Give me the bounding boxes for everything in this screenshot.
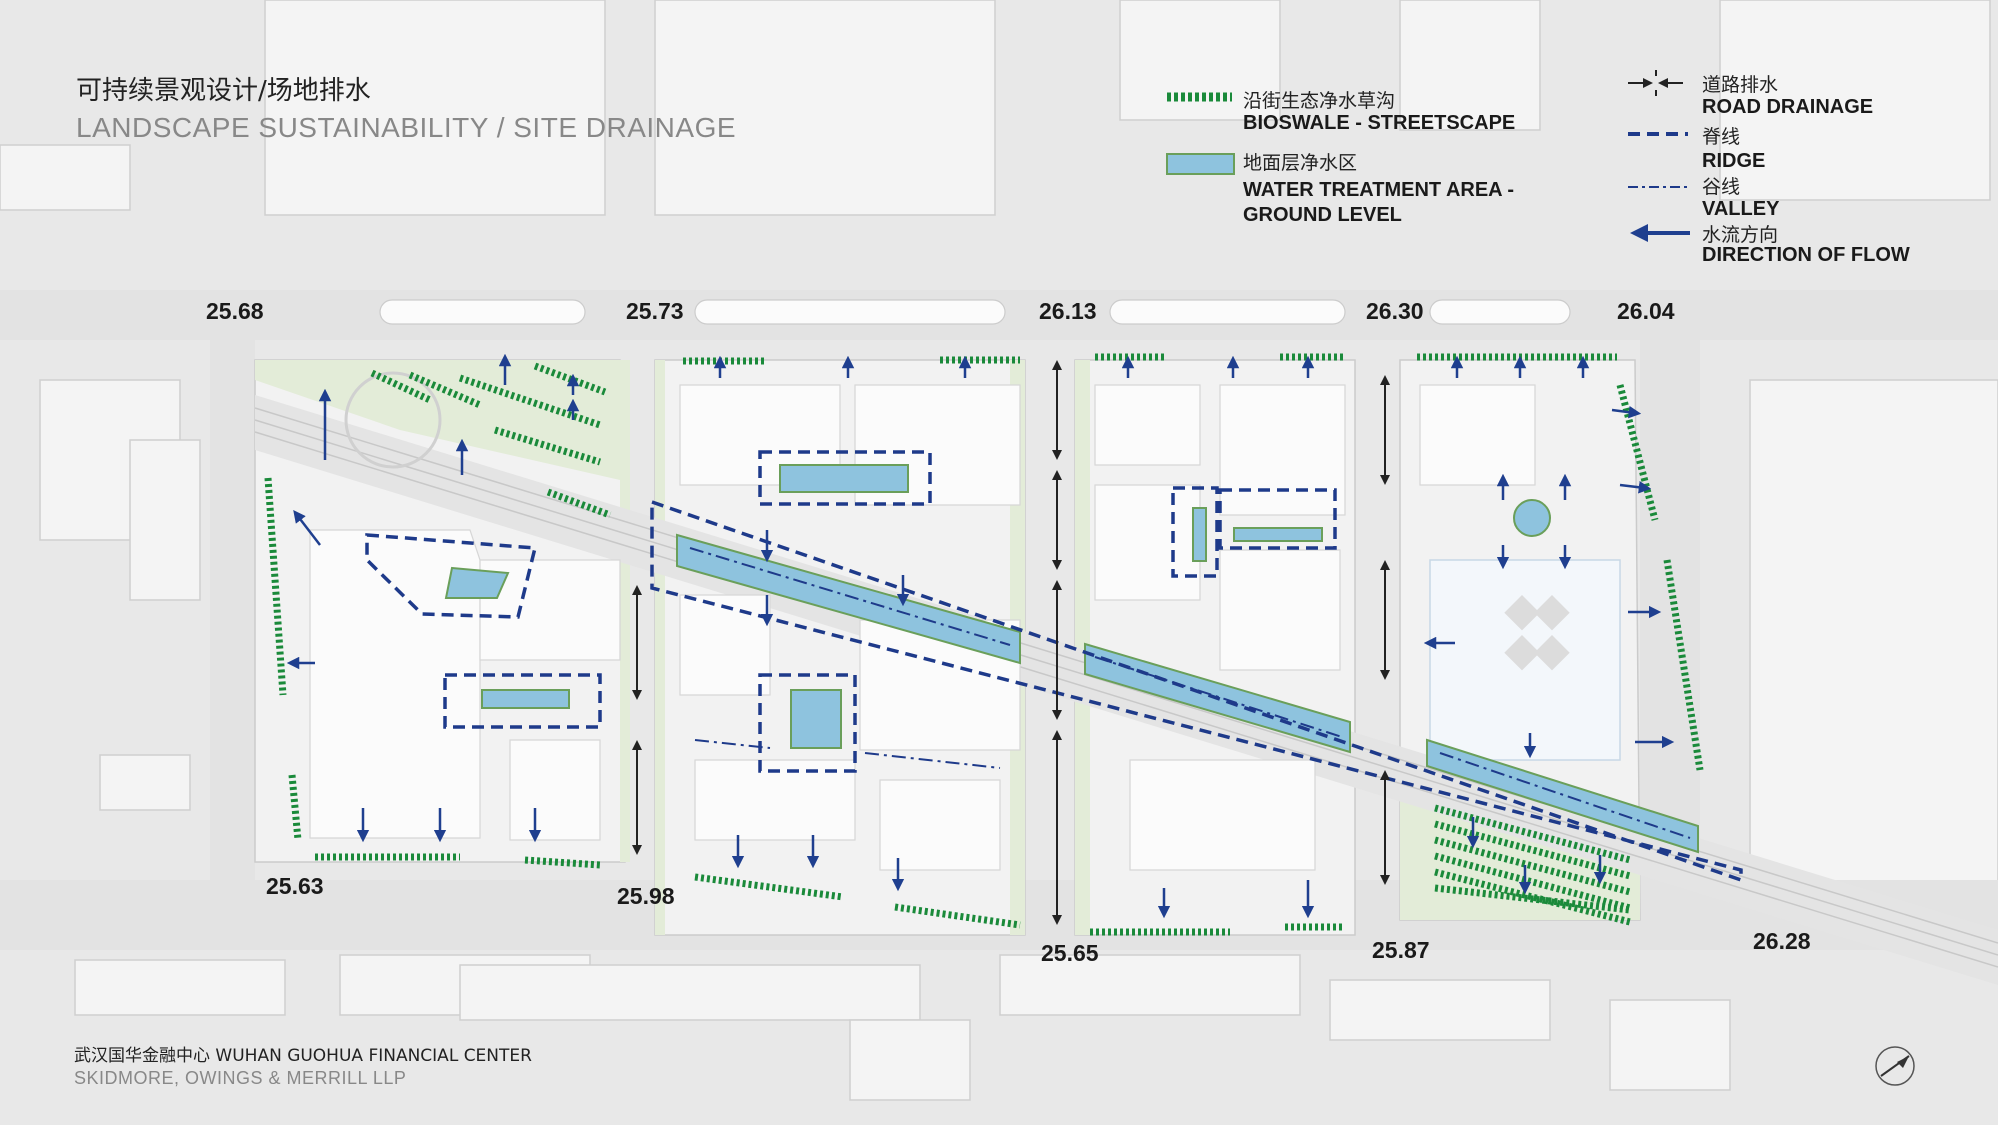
- legend-road-drainage-en: ROAD DRAINAGE: [1702, 96, 1874, 118]
- legend-bioswale-cn: 沿街生态净水草沟: [1243, 90, 1396, 112]
- legend-bioswale-en: BIOSWALE - STREETSCAPE: [1243, 112, 1516, 134]
- page-title-en: LANDSCAPE SUSTAINABILITY / SITE DRAINAGE: [76, 112, 737, 143]
- elevation-label: 26.13: [1039, 298, 1097, 324]
- buildings: [309, 384, 1616, 871]
- plaza-circle: [344, 371, 442, 469]
- fountain: [1513, 499, 1551, 537]
- page-title-cn: 可持续景观设计/场地排水: [76, 76, 371, 106]
- legend-flow-cn: 水流方向: [1702, 224, 1779, 246]
- legend-water-en-2: GROUND LEVEL: [1243, 204, 1402, 226]
- elevation-label: 25.98: [617, 883, 675, 909]
- legend-flow-en: DIRECTION OF FLOW: [1702, 244, 1910, 266]
- ridge-lines: [365, 450, 1743, 883]
- valley-lines: [689, 547, 1691, 839]
- elevation-label: 26.28: [1753, 928, 1811, 954]
- firm-name: SKIDMORE, OWINGS & MERRILL LLP: [74, 1068, 407, 1088]
- street-medians: [379, 299, 1571, 325]
- road-drainage-markers: [632, 360, 1390, 925]
- flow-arrows: [286, 353, 1675, 919]
- legend-road-drainage-cn: 道路排水: [1702, 74, 1779, 96]
- legend-ridge-en: RIDGE: [1702, 150, 1766, 172]
- elevation-label: 25.68: [206, 298, 264, 324]
- elevation-label: 26.04: [1617, 298, 1675, 324]
- legend-water-cn: 地面层净水区: [1243, 152, 1358, 174]
- elevation-label: 26.30: [1366, 298, 1424, 324]
- elevation-label: 25.87: [1372, 937, 1430, 963]
- context-buildings: [0, 0, 1998, 1101]
- elevation-label: 25.73: [626, 298, 684, 324]
- legend-water-en-1: WATER TREATMENT AREA -: [1243, 179, 1515, 201]
- legend-valley-en: VALLEY: [1702, 198, 1780, 220]
- elevation-label: 25.65: [1041, 940, 1099, 966]
- legend-water-swatch: [1166, 153, 1235, 175]
- legend-valley-cn: 谷线: [1702, 176, 1741, 198]
- elevation-label: 25.63: [266, 873, 324, 899]
- road-drainage-icon: [1628, 70, 1683, 96]
- legend-ridge-cn: 脊线: [1702, 126, 1741, 148]
- north-arrow-icon: [1875, 1046, 1915, 1086]
- project-name: 武汉国华金融中心 WUHAN GUOHUA FINANCIAL CENTER: [74, 1046, 532, 1066]
- flow-arrow-icon: [1630, 224, 1690, 242]
